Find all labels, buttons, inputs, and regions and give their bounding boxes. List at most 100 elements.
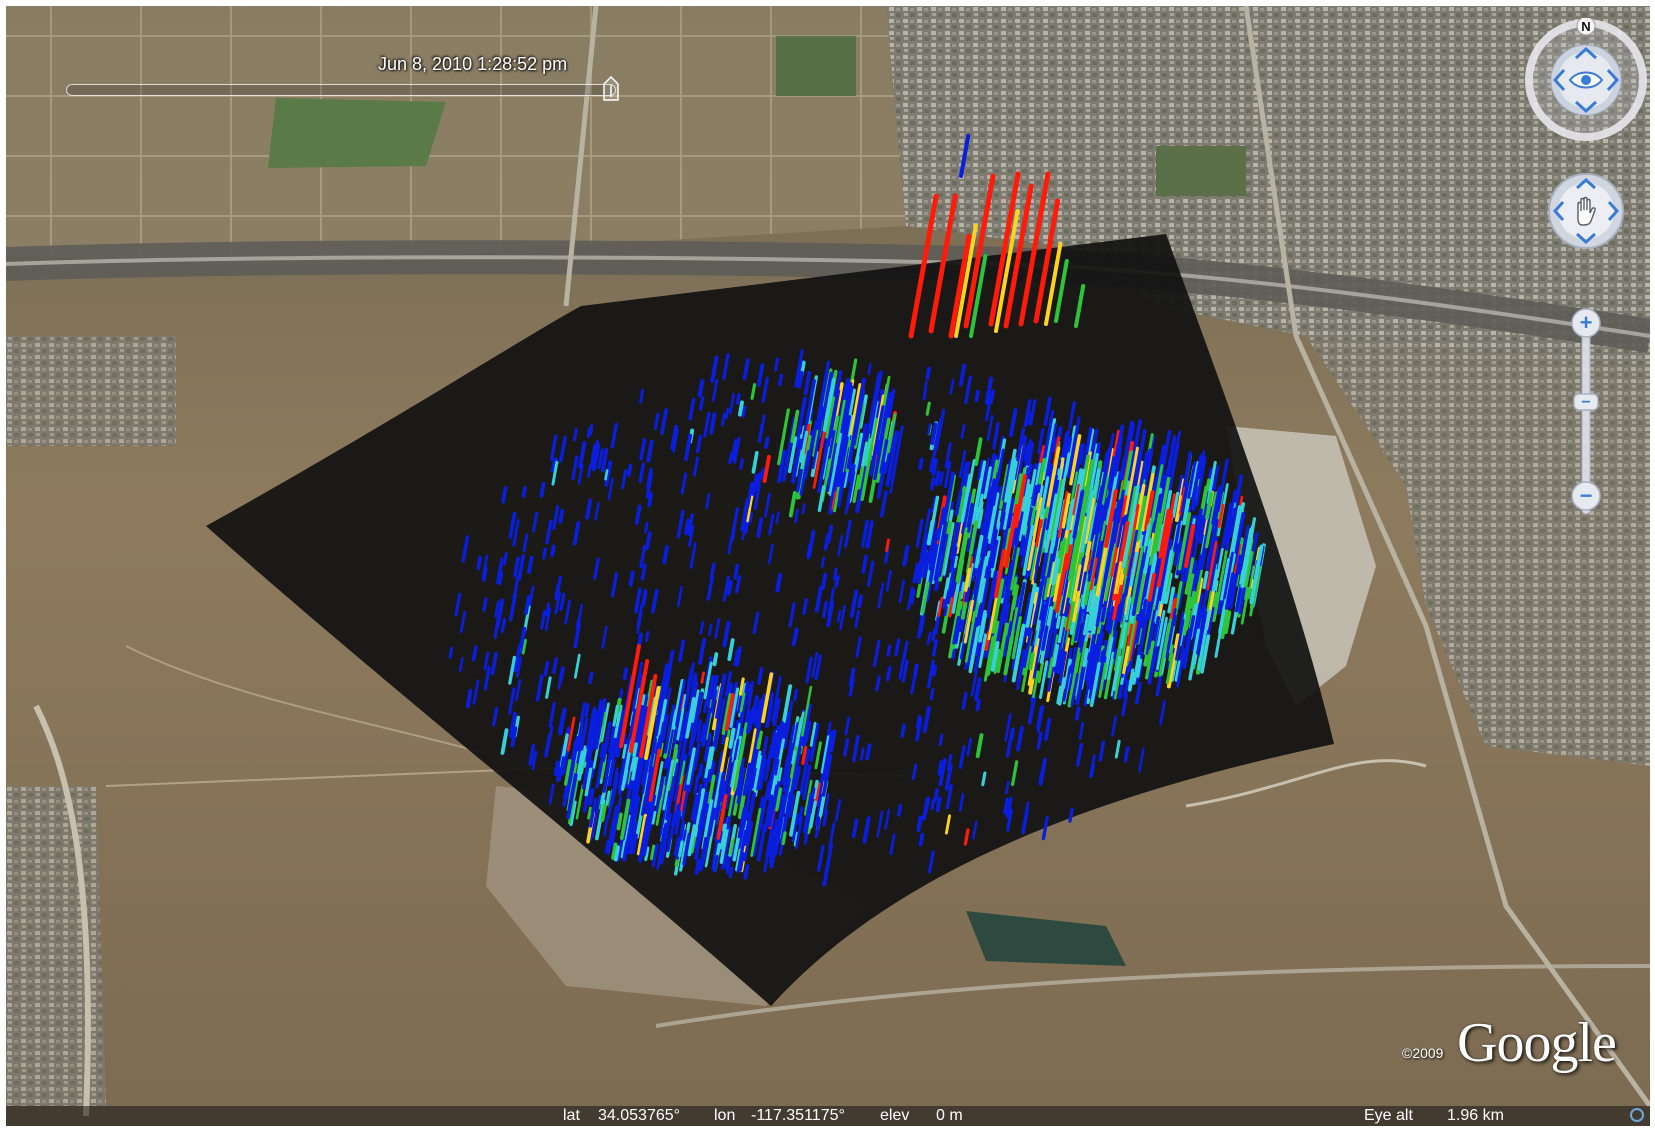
data-bar <box>966 527 973 553</box>
data-bar <box>600 803 607 823</box>
data-bar <box>995 605 1006 648</box>
data-bar <box>1010 547 1020 591</box>
data-bar <box>1170 597 1178 620</box>
data-bar <box>1096 497 1108 549</box>
copyright-text: ©2009 <box>1402 1045 1444 1061</box>
zoom-out-button[interactable]: − <box>1571 481 1601 511</box>
data-bar <box>729 838 735 856</box>
look-arrow-icons[interactable] <box>1552 46 1620 114</box>
data-bar <box>639 437 647 461</box>
data-bar <box>995 448 1005 488</box>
data-bar <box>836 609 842 623</box>
data-bar <box>706 675 715 708</box>
data-bar <box>1149 512 1161 566</box>
data-bar <box>1023 483 1032 508</box>
data-bar <box>901 659 909 683</box>
data-bar <box>714 804 721 826</box>
data-bar <box>714 697 726 750</box>
data-bar <box>1103 499 1122 581</box>
data-bar <box>1187 461 1197 499</box>
industrial-west <box>6 336 176 446</box>
data-bar <box>588 424 594 436</box>
data-bar <box>595 758 604 789</box>
data-bar <box>1177 512 1192 571</box>
data-bar <box>793 688 799 702</box>
data-bar <box>966 737 973 757</box>
data-bar <box>1066 661 1076 691</box>
data-bar <box>977 508 984 529</box>
data-bar <box>622 674 633 718</box>
data-bar <box>733 720 739 741</box>
data-bar <box>849 589 859 618</box>
data-bar <box>756 823 767 862</box>
data-bar <box>644 846 650 862</box>
data-bar <box>1031 484 1039 507</box>
data-bar <box>922 798 930 821</box>
data-bar <box>958 449 967 479</box>
compass-look-control[interactable]: N <box>1524 18 1648 142</box>
data-bar <box>955 527 969 583</box>
data-bar <box>739 458 744 470</box>
map-viewport[interactable]: Jun 8, 2010 1:28:52 pm N <box>6 6 1650 1126</box>
data-bar <box>1029 500 1038 528</box>
data-bar <box>627 708 637 743</box>
move-pan-control[interactable] <box>1546 171 1626 251</box>
data-bar <box>518 626 527 655</box>
data-bar <box>934 470 941 487</box>
data-bar <box>929 477 936 491</box>
data-bar <box>1072 483 1081 516</box>
data-bar <box>1076 459 1095 542</box>
data-bar <box>1143 603 1155 655</box>
data-bar <box>898 651 906 680</box>
data-bar <box>811 652 819 678</box>
data-bar <box>544 734 552 758</box>
data-bar <box>508 687 516 715</box>
timeline-slider[interactable]: Jun 8, 2010 1:28:52 pm <box>66 54 626 104</box>
data-bar <box>641 589 648 607</box>
data-bar <box>1024 801 1030 820</box>
data-bar <box>875 675 881 692</box>
data-bar <box>764 780 771 803</box>
data-bar <box>1027 543 1038 577</box>
data-bar <box>794 816 803 850</box>
timeline-thumb[interactable] <box>602 76 620 102</box>
data-bar <box>607 477 614 501</box>
data-bar <box>1206 541 1218 591</box>
data-bar <box>515 656 522 678</box>
data-bar <box>1216 540 1230 602</box>
data-bar <box>988 492 1000 544</box>
data-bar <box>747 683 752 698</box>
data-bar <box>638 462 645 483</box>
data-bar <box>943 577 950 600</box>
data-bar <box>641 763 648 786</box>
pan-arrow-icons[interactable] <box>1552 177 1620 245</box>
data-bar <box>1135 682 1142 705</box>
data-bar <box>1057 677 1066 706</box>
timeline-track[interactable] <box>66 84 616 96</box>
zoom-slider-thumb[interactable]: − <box>1573 393 1599 411</box>
map-scene[interactable] <box>6 6 1650 1126</box>
data-bar <box>791 813 799 842</box>
data-bar <box>960 473 973 523</box>
data-bar <box>490 652 498 676</box>
data-bar <box>828 425 844 496</box>
zoom-control[interactable]: + − − <box>1568 306 1604 546</box>
data-bar <box>929 519 937 544</box>
data-bar <box>960 601 968 620</box>
data-bar <box>963 599 975 644</box>
data-bar <box>707 623 713 637</box>
data-bar <box>594 439 600 453</box>
zoom-in-button[interactable]: + <box>1571 308 1601 338</box>
data-bar <box>1068 401 1076 430</box>
data-bar <box>651 589 659 614</box>
data-bar <box>954 490 963 516</box>
hand-icon <box>1577 196 1596 226</box>
data-bar <box>1143 538 1153 575</box>
north-indicator[interactable]: N <box>1576 18 1596 36</box>
data-bar <box>781 757 790 786</box>
data-bar <box>673 750 685 802</box>
data-bar <box>1028 468 1037 498</box>
data-bar <box>631 833 638 855</box>
data-bar <box>676 694 687 741</box>
data-bar <box>810 419 819 447</box>
